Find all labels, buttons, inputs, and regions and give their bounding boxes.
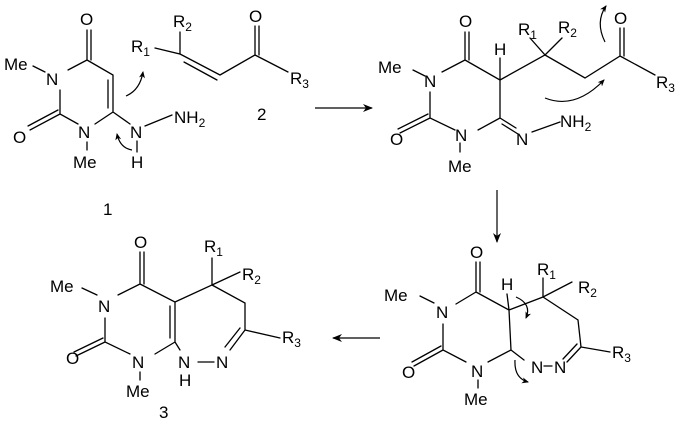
r1-label: R1: [204, 237, 223, 259]
nh2-label: NH2: [560, 112, 592, 134]
curved-arrow-icon: [514, 359, 529, 384]
r2-label: R2: [558, 18, 577, 40]
curved-arrow-icon: [515, 296, 532, 319]
atom-o: O: [134, 233, 147, 252]
atom-o: O: [249, 7, 262, 26]
atom-n1: N: [132, 353, 144, 372]
atom-n1: N: [78, 123, 90, 142]
atom-n: N: [130, 123, 142, 142]
atom-h: H: [131, 153, 143, 172]
atom-o: O: [80, 10, 93, 29]
atom-n3: N: [424, 72, 436, 91]
r1-label: R1: [537, 260, 556, 282]
atom-n3: N: [98, 297, 110, 316]
atom-h: H: [179, 371, 191, 390]
atom-o: O: [470, 243, 483, 262]
methyl-label: Me: [464, 390, 488, 409]
atom-n1: N: [455, 126, 467, 145]
compound-1-aminouracil-hydrazine: O N Me O N Me N NH2 H 1: [4, 10, 206, 219]
compound-2-enone: R1 R2 O R3 2: [131, 7, 309, 124]
compound-label-2: 2: [257, 105, 266, 124]
atom-n: N: [516, 130, 528, 149]
methyl-label: Me: [4, 55, 28, 74]
r2-label: R2: [242, 265, 261, 287]
atom-n: N: [531, 358, 543, 377]
atom-n: N: [216, 353, 228, 372]
nh2-label: NH2: [174, 108, 206, 130]
atom-n3: N: [436, 303, 448, 322]
atom-h: H: [501, 275, 513, 294]
r1-label: R1: [131, 37, 150, 59]
r3-label: R3: [290, 69, 309, 91]
atom-o: O: [13, 128, 26, 147]
r1-label: R1: [518, 20, 537, 42]
compound-label-3: 3: [159, 403, 168, 422]
methyl-label: Me: [448, 157, 472, 176]
r2-label: R2: [173, 12, 192, 34]
methyl-label: Me: [73, 153, 97, 172]
intermediate-cyclized: O Me N O N Me H N N R1 R2 R3: [384, 243, 631, 409]
atom-o: O: [459, 12, 472, 31]
r3-label: R3: [612, 343, 631, 365]
r3-label: R3: [656, 73, 675, 95]
curved-arrow-icon: [125, 71, 145, 97]
curved-arrow-icon: [544, 79, 605, 102]
atom-o: O: [614, 9, 627, 28]
compound-label-1: 1: [103, 200, 112, 219]
atom-n3: N: [46, 70, 58, 89]
atom-h: H: [494, 40, 506, 59]
r3-label: R3: [282, 328, 301, 350]
atom-n: N: [178, 353, 190, 372]
curved-arrow-icon: [115, 133, 133, 151]
atom-o: O: [402, 363, 415, 382]
methyl-label: Me: [384, 286, 408, 305]
intermediate-michael-adduct: O Me N O N Me H N NH2 R1 R2 O R3: [378, 5, 675, 176]
atom-n1: N: [471, 362, 483, 381]
atom-n: N: [554, 358, 566, 377]
compound-3-product: O Me N O N Me N N H R1 R2 R3 3: [50, 233, 301, 422]
r2-label: R2: [578, 278, 597, 300]
methyl-label: Me: [378, 58, 402, 77]
curved-arrow-icon: [599, 5, 607, 43]
atom-o: O: [390, 130, 403, 149]
methyl-label: Me: [50, 277, 74, 296]
methyl-label: Me: [126, 382, 150, 401]
atom-o: O: [66, 349, 79, 368]
